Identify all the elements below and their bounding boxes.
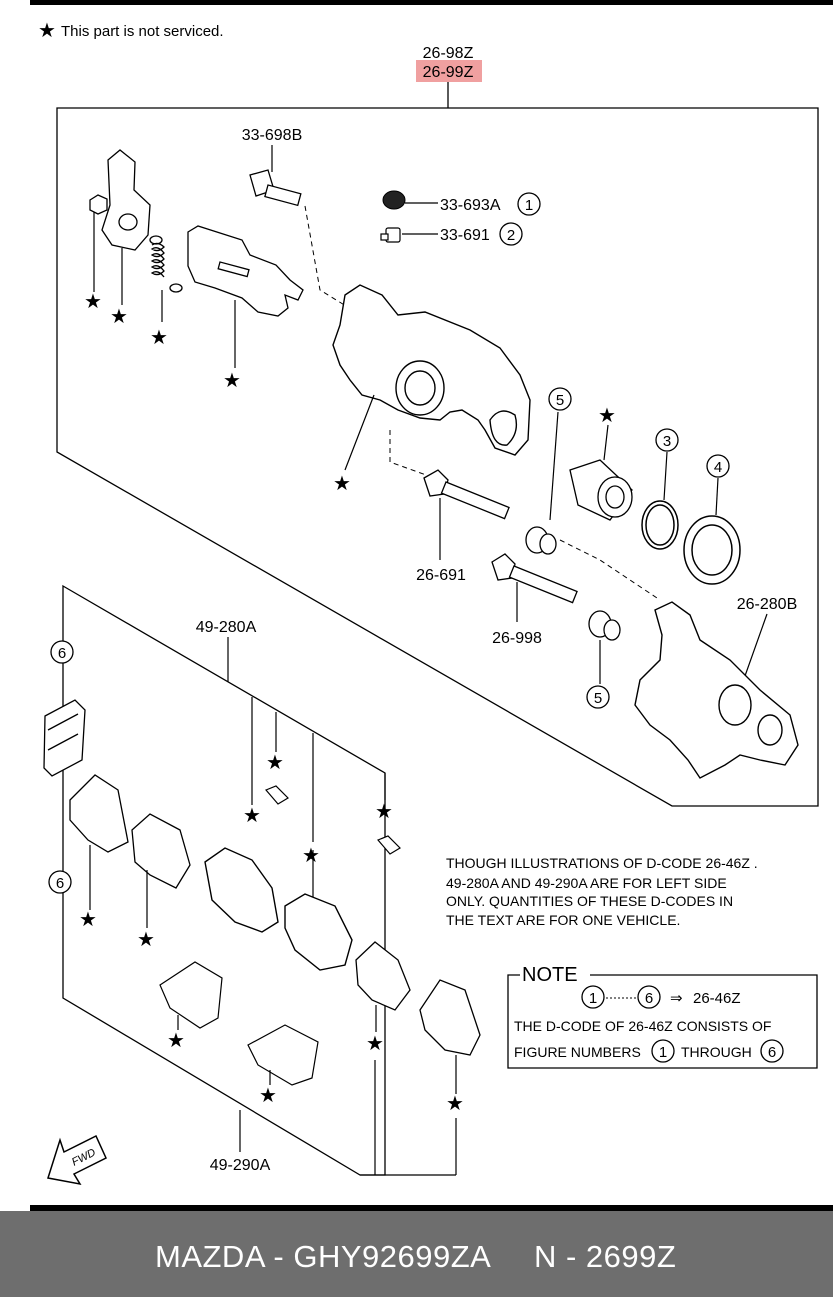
label-guide-pin-2[interactable]: 26-998 (492, 630, 542, 647)
footer-border (30, 1205, 833, 1211)
note-line-3a: FIGURE NUMBERS (514, 1044, 641, 1060)
paragraph-line-2: 49-280A AND 49-290A ARE FOR LEFT SIDE (446, 875, 727, 891)
star-icon: ★ (302, 845, 320, 867)
note-line-3-num1: 1 (659, 1044, 667, 1061)
svg-text:5: 5 (556, 392, 564, 409)
svg-text:3: 3 (663, 433, 671, 450)
label-pad-set-right[interactable]: 49-290A (210, 1157, 271, 1174)
svg-text:5: 5 (594, 690, 602, 707)
star-icon: ★ (223, 370, 241, 392)
circle-number-6a (50, 640, 74, 664)
outer-shim-right (419, 979, 481, 1056)
guide-pin-1-drawing (423, 469, 510, 520)
star-icon: ★ (366, 1033, 384, 1055)
star-icon: ★ (243, 805, 261, 827)
footer-code: N - 2699Z (534, 1239, 677, 1274)
star-icon: ★ (137, 929, 155, 951)
label-assembly-top: 26-98Z (423, 45, 474, 62)
brake-pad-right (284, 893, 353, 971)
label-cap[interactable]: 33-693A (440, 197, 501, 214)
star-icon: ★ (84, 291, 102, 313)
circle-number-3 (655, 428, 679, 452)
legend-note: This part is not serviced. (61, 23, 224, 40)
note-line-3b: THROUGH (681, 1044, 752, 1060)
circle-number-1 (517, 192, 541, 216)
bleeder-drawing (380, 227, 401, 243)
label-bracket[interactable]: 26-280B (737, 596, 798, 613)
note-range-to: 6 (645, 990, 653, 1007)
star-icon: ★ (598, 405, 616, 427)
bracket-plate-drawing (187, 225, 304, 317)
star-icon: ★ (259, 1085, 277, 1107)
svg-text:6: 6 (58, 645, 66, 662)
note-box (507, 974, 818, 1069)
inner-shim-left (131, 813, 191, 889)
star-icon: ★ (446, 1093, 464, 1115)
svg-text:6: 6 (56, 875, 64, 892)
svg-text:1: 1 (525, 197, 533, 214)
circle-number-5a (548, 387, 572, 411)
boot-upper-drawing (525, 526, 557, 555)
top-border (30, 0, 833, 5)
svg-text:4: 4 (714, 459, 722, 476)
label-pad-set-left[interactable]: 49-280A (196, 619, 257, 636)
circle-number-6b (48, 870, 72, 894)
label-guide-pin-1[interactable]: 26-691 (416, 567, 466, 584)
paragraph-line-1: THOUGH ILLUSTRATIONS OF D-CODE 26-46Z . (446, 855, 758, 871)
note-range-from: 1 (589, 990, 597, 1007)
circle-number-2 (499, 222, 523, 246)
shim-clip-drawing (43, 699, 86, 777)
star-icon: ★ (110, 306, 128, 328)
circle-number-4 (706, 454, 730, 478)
caliper-group-box (56, 107, 819, 807)
svg-text:2: 2 (507, 227, 515, 244)
piston-seal-drawing (641, 500, 679, 550)
cap-drawing (382, 190, 406, 210)
brake-pad-left (204, 847, 279, 933)
star-icon: ★ (167, 1030, 185, 1052)
highlight-box (416, 60, 482, 82)
note-line-3-num2: 6 (768, 1044, 776, 1061)
star-icon: ★ (79, 909, 97, 931)
legend-star-icon: ★ (38, 20, 56, 42)
note-line-2: THE D-CODE OF 26-46Z CONSISTS OF (514, 1018, 771, 1034)
bolt-drawing (249, 169, 302, 207)
lever-drawing (101, 149, 151, 251)
pad-clip-lower (247, 1024, 319, 1086)
guide-pin-2-drawing (491, 553, 578, 604)
clip-small-2 (376, 835, 401, 855)
star-icon: ★ (333, 473, 351, 495)
inner-shim-right (355, 941, 411, 1011)
note-title: NOTE (522, 964, 578, 986)
spring-drawing (149, 235, 183, 293)
fwd-arrow-icon: FWD (47, 1134, 107, 1186)
circle-number-5b (586, 685, 610, 709)
note-dcode: 26-46Z (693, 990, 741, 1007)
star-icon: ★ (150, 327, 168, 349)
star-icon: ★ (266, 752, 284, 774)
paragraph-line-4: THE TEXT ARE FOR ONE VEHICLE. (446, 912, 680, 928)
caliper-bracket-drawing (634, 601, 799, 779)
clip-small-1 (264, 785, 289, 805)
caliper-body-drawing (332, 284, 531, 456)
dust-seal-drawing (683, 515, 741, 585)
star-icon: ★ (375, 801, 393, 823)
footer-part-number: MAZDA - GHY92699ZA (155, 1239, 492, 1274)
paragraph-line-3: ONLY. QUANTITIES OF THESE D-CODES IN (446, 893, 733, 909)
outer-shim-left (69, 774, 129, 853)
piston-drawing (569, 459, 633, 521)
label-bleeder[interactable]: 33-691 (440, 227, 490, 244)
label-assembly-highlight[interactable]: 26-99Z (423, 64, 474, 81)
footer-bar: MAZDA - GHY92699ZA N - 2699Z (0, 1211, 833, 1297)
boot-lower-drawing (588, 610, 621, 641)
label-bolt[interactable]: 33-698B (242, 127, 303, 144)
note-arrow-icon: ⇒ (670, 990, 683, 1007)
nut-drawing (89, 194, 108, 215)
pad-clip-upper (159, 961, 223, 1029)
